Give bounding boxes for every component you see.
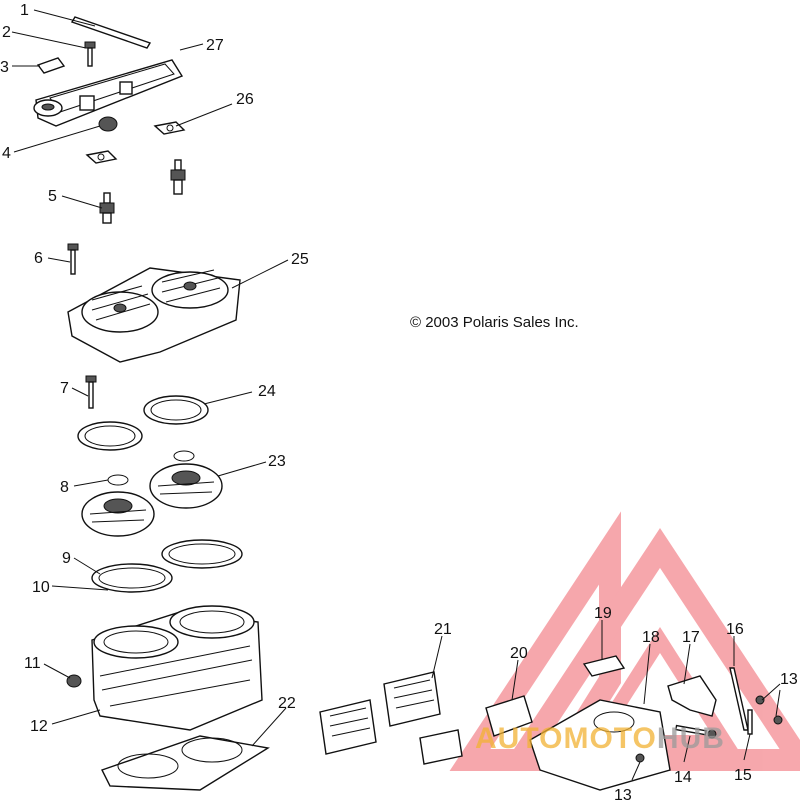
callout-label: 15 — [734, 767, 752, 784]
callout-label: 14 — [674, 769, 692, 786]
callout-label: 9 — [62, 550, 71, 567]
part-21-reed-valve — [319, 671, 463, 765]
part-7-bolt — [85, 375, 97, 409]
callout-label: 5 — [48, 188, 57, 205]
callout-label: 3 — [0, 59, 9, 76]
watermark-part-2: HUB — [656, 722, 725, 755]
callout-label: 7 — [60, 380, 69, 397]
callout-label: 1 — [20, 2, 29, 19]
part-18-manifold — [529, 699, 671, 791]
callout-label: 4 — [2, 145, 11, 162]
part-25-cylinder-head — [67, 267, 241, 363]
callout-label: 25 — [291, 251, 309, 268]
part-27-cover — [33, 59, 184, 127]
callout-label: 2 — [2, 24, 11, 41]
part-3-plate — [36, 57, 66, 74]
callout-label: 22 — [278, 695, 296, 712]
callout-label: 20 — [510, 645, 528, 662]
callout-label: 6 — [34, 250, 43, 267]
part-20-boot — [485, 695, 533, 737]
callout-label: 23 — [268, 453, 286, 470]
part-13-14-15-fasteners — [635, 695, 783, 763]
part-19-gasket — [582, 655, 626, 677]
callout-label: 8 — [60, 479, 69, 496]
part-9-10-gasket — [91, 539, 243, 593]
callout-label: 13 — [780, 671, 798, 688]
part-12-cylinder-block — [91, 605, 263, 731]
callout-label: 19 — [594, 605, 612, 622]
copyright-text: © 2003 Polaris Sales Inc. — [410, 314, 579, 331]
part-2-bolt — [84, 41, 96, 67]
part-6-bolt — [67, 243, 79, 275]
part-4-cap — [98, 116, 118, 132]
part-11-cap — [66, 674, 82, 688]
callout-label: 13 — [614, 787, 632, 803]
callout-label: 26 — [236, 91, 254, 108]
callout-label: 11 — [24, 655, 41, 672]
callout-label: 27 — [206, 37, 224, 54]
callout-label: 17 — [682, 629, 700, 646]
callout-label: 21 — [434, 621, 452, 638]
part-23-head-insert — [81, 463, 223, 537]
watermark-text: AUTOMOTOHUB — [475, 722, 725, 756]
callout-label: 16 — [726, 621, 744, 638]
callout-label: 12 — [30, 718, 48, 735]
callout-label: 10 — [32, 579, 50, 596]
leader-lines — [11, 9, 781, 781]
callout-label: 18 — [642, 629, 660, 646]
part-1-rod — [70, 16, 152, 49]
part-26-gasket — [85, 121, 186, 164]
callout-label: 24 — [258, 383, 276, 400]
part-5-spark-plug — [99, 159, 186, 224]
part-24-head-gasket — [77, 395, 209, 451]
part-17-bracket — [667, 675, 717, 717]
part-22-gasket — [101, 735, 270, 791]
watermark-part-1: AUTOMOTO — [475, 722, 657, 755]
